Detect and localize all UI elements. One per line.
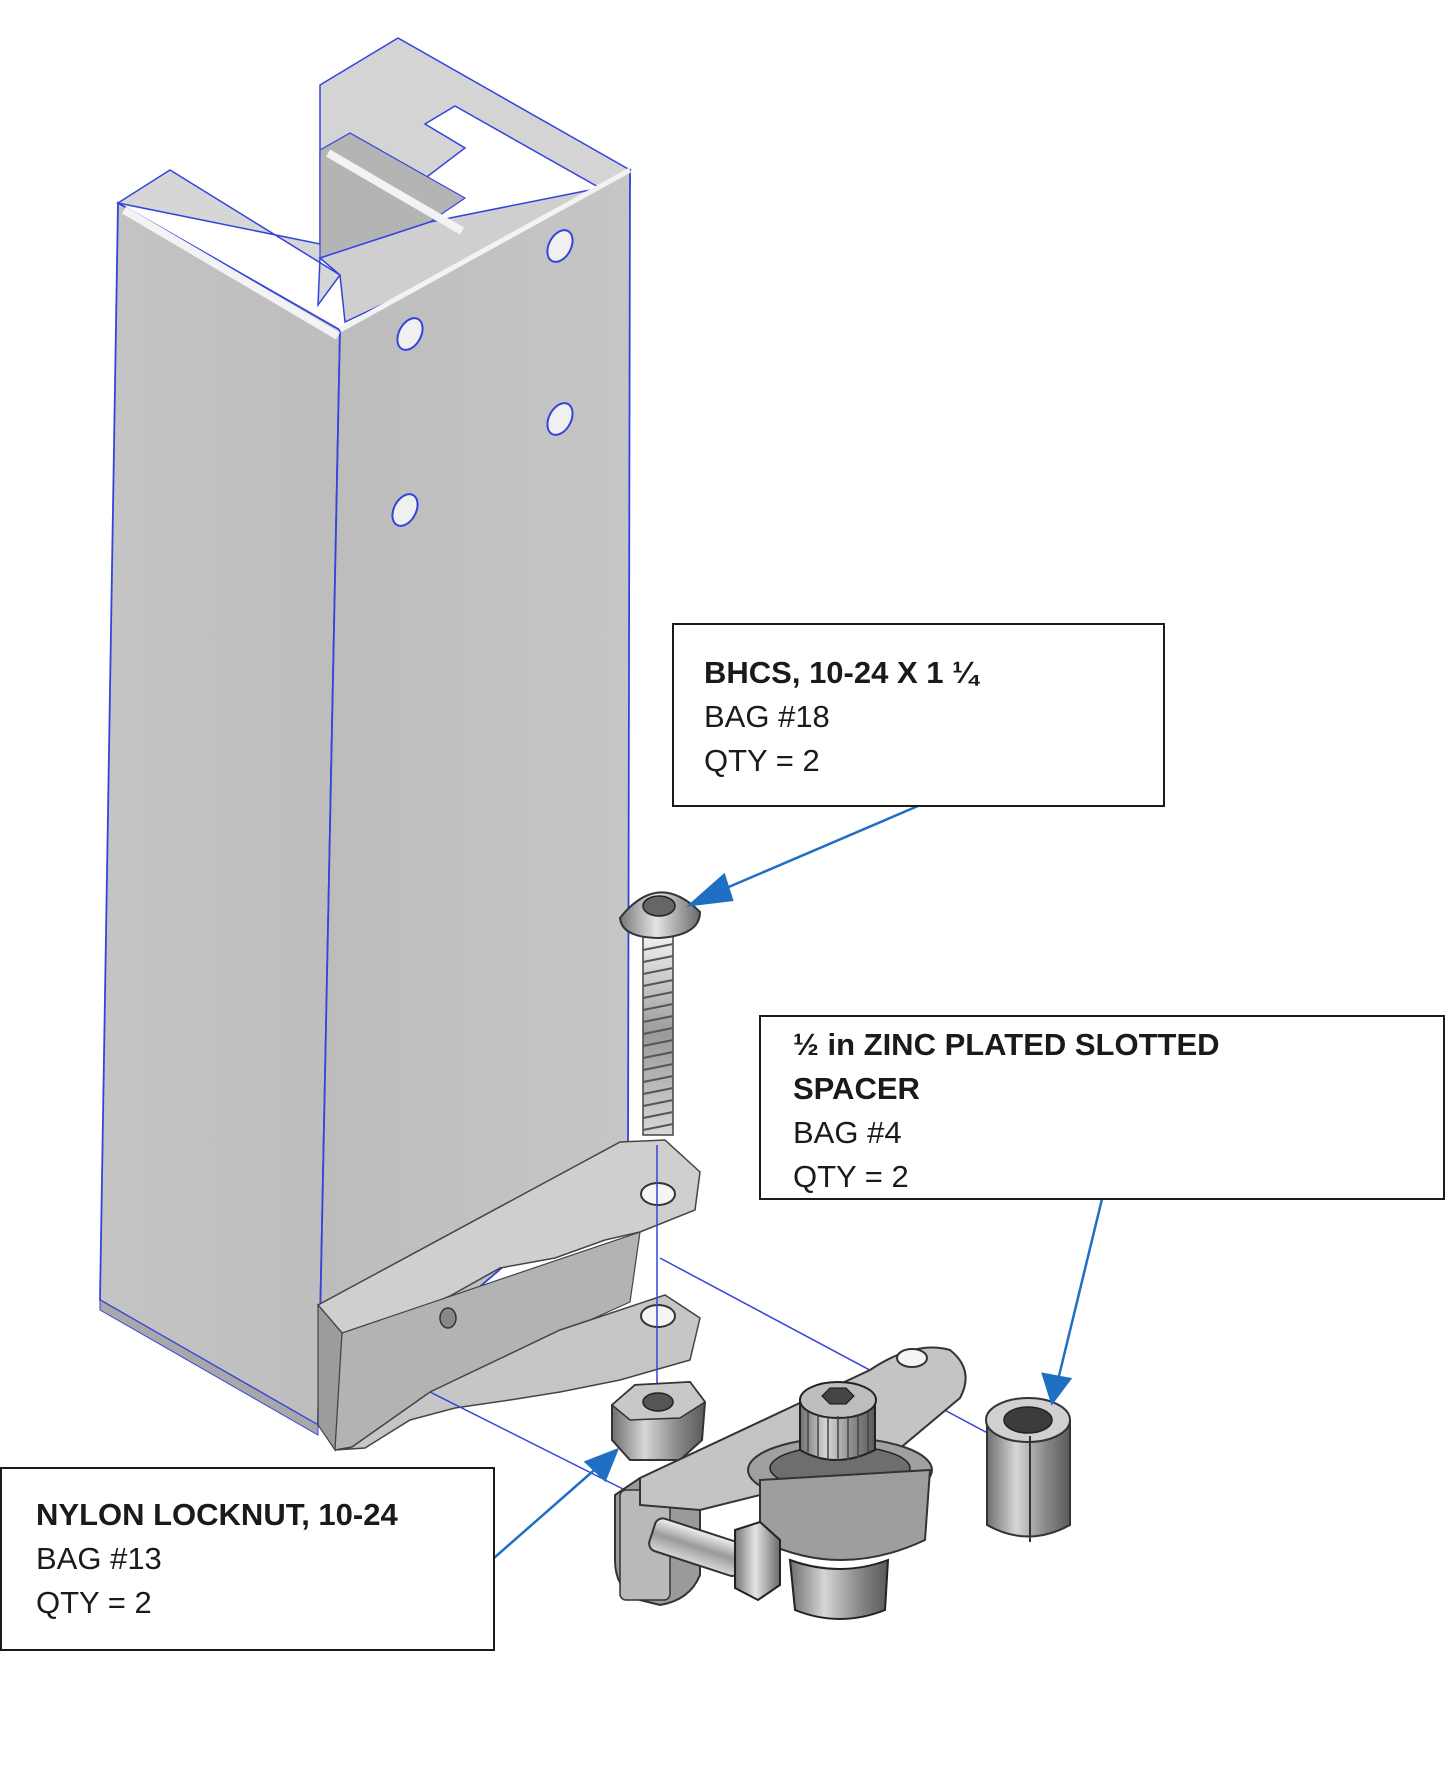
mounting-hole — [396, 317, 424, 351]
channel-edge-highlight — [121, 206, 341, 340]
lower-bracket — [316, 1139, 701, 1452]
kingpin-knurl — [807, 1412, 869, 1461]
callout-bhcs-screw: BHCS, 10-24 X 1 ¼ BAG #18 QTY = 2 — [672, 623, 1165, 807]
callout-quantity: QTY = 2 — [793, 1159, 909, 1194]
axle-bolt-head — [734, 1520, 781, 1602]
leader-line-bhcs — [709, 804, 919, 897]
spacer-bore — [1003, 1406, 1053, 1434]
bracket-hole-upper — [640, 1182, 676, 1206]
assembly-axis-lines — [429, 1145, 1011, 1491]
callout-title: BHCS, 10-24 X 1 ¼ — [704, 655, 978, 690]
callout-bag-number: BAG #4 — [793, 1115, 902, 1150]
callout-quantity: QTY = 2 — [36, 1585, 152, 1620]
swivel-nut — [788, 1558, 890, 1620]
locknut-bore — [642, 1392, 674, 1412]
leader-arrowhead-bhcs — [686, 872, 734, 907]
callout-slotted-spacer: ½ in ZINC PLATED SLOTTED SPACER BAG #4 Q… — [759, 1015, 1445, 1200]
channel-edge-highlight — [325, 149, 465, 235]
callout-bag-number: BAG #18 — [704, 699, 830, 734]
screw-hex-socket — [642, 895, 676, 917]
leader-arrowhead-locknut — [583, 1447, 620, 1483]
bhcs-screw — [618, 891, 702, 1136]
callout-quantity: QTY = 2 — [704, 743, 820, 778]
kingpin-hex-socket — [821, 1387, 855, 1405]
nylon-locknut — [610, 1380, 707, 1461]
leader-arrowhead-spacer — [1041, 1372, 1073, 1406]
callout-title: NYLON LOCKNUT, 10-24 — [36, 1497, 398, 1532]
pivot-arm-hole — [896, 1348, 928, 1368]
leader-arrows — [493, 804, 1104, 1559]
bracket-hole-lower — [640, 1304, 676, 1328]
mounting-hole — [546, 402, 574, 436]
channel-front-face — [99, 201, 341, 1427]
callout-title-line2: SPACER — [793, 1071, 920, 1106]
channel-bracket — [99, 37, 632, 1436]
bearing-housing — [759, 1468, 932, 1561]
bracket-side-hole — [439, 1307, 457, 1329]
slotted-spacer — [985, 1397, 1071, 1542]
channel-inner-wall — [319, 132, 467, 259]
leader-line-spacer — [1056, 1198, 1104, 1381]
bracket-lower-tab — [334, 1294, 701, 1451]
callout-bag-number: BAG #13 — [36, 1541, 162, 1576]
callout-nylon-locknut: NYLON LOCKNUT, 10-24 BAG #13 QTY = 2 — [0, 1467, 495, 1651]
caster-assembly — [614, 1346, 967, 1620]
channel-edge-highlight — [338, 167, 632, 333]
leader-line-locknut — [493, 1464, 601, 1559]
mounting-hole — [546, 229, 574, 263]
channel-bottom-lip — [99, 1299, 319, 1436]
screw-threads — [642, 943, 674, 1131]
callout-title-line1: ½ in ZINC PLATED SLOTTED — [793, 1027, 1220, 1062]
mounting-hole — [391, 493, 419, 527]
spacer-cylinder — [986, 1419, 1071, 1538]
